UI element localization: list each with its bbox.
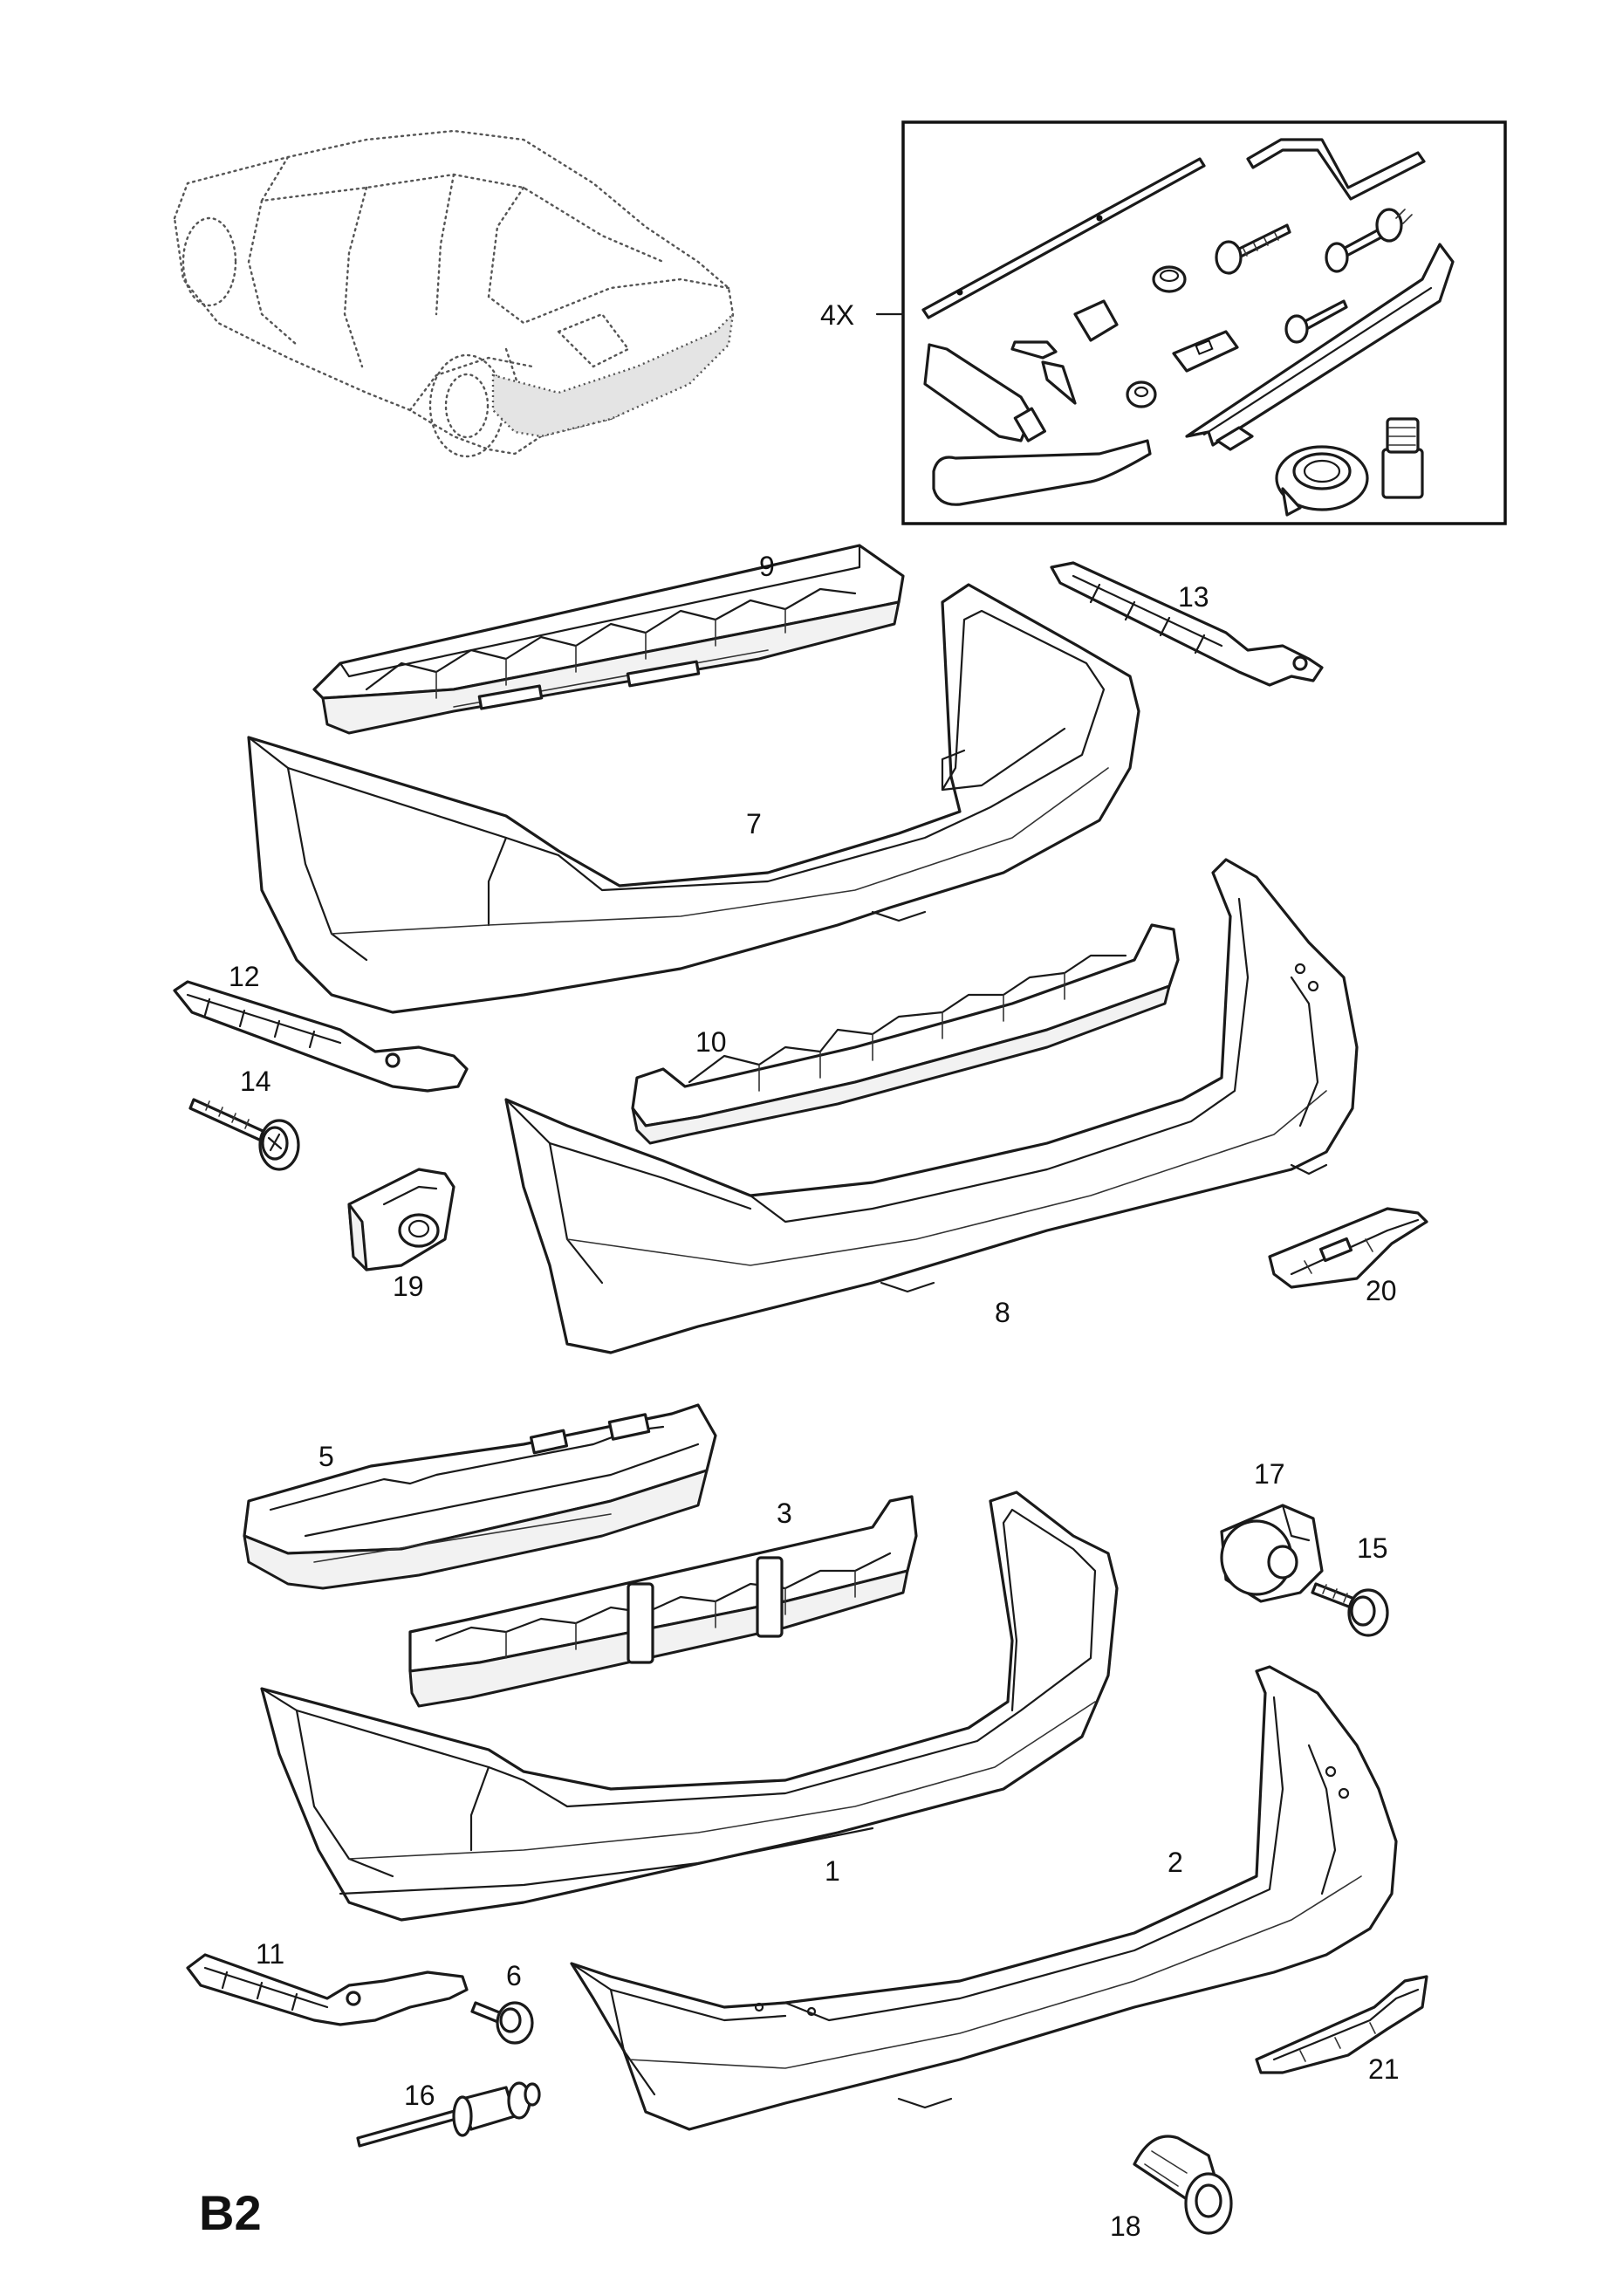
label-part-11: 11 (256, 1938, 284, 1970)
part-16-blind-rivet (356, 2081, 541, 2148)
part-7-bumper-cover (247, 583, 1140, 1014)
kit-small-bracket (1216, 426, 1254, 451)
label-part-14: 14 (240, 1066, 271, 1097)
label-part-9: 9 (759, 551, 775, 582)
part-8-bumper-cover (504, 858, 1359, 1354)
label-part-2: 2 (1168, 1847, 1183, 1878)
part-3-energy-absorber (408, 1495, 918, 1708)
kit-spring-nut (1073, 299, 1119, 342)
kit-quantity-label: 4X (820, 299, 854, 331)
section-code: B2 (199, 2185, 262, 2240)
label-part-7: 7 (746, 808, 762, 840)
kit-adhesive-tube (923, 343, 1033, 442)
kit-bolt-washer (1325, 208, 1413, 273)
kit-self-tapping-screw (1215, 223, 1291, 275)
part-12-side-bracket (173, 980, 469, 1093)
kit-trim-strip (1185, 243, 1455, 447)
part-19-retaining-clip (347, 1168, 455, 1271)
part-10-energy-absorber (631, 923, 1180, 1145)
label-part-15: 15 (1357, 1532, 1388, 1564)
part-18-push-clip (1133, 2135, 1233, 2235)
part-20-guide-piece (1268, 1207, 1428, 1289)
part-1-bumper-cover (260, 1491, 1119, 1922)
part-2-bumper-cover (570, 1665, 1398, 2131)
part-14-screw (188, 1098, 300, 1171)
fitting-kit-group: 4X (820, 120, 1507, 525)
part-17-mounting-clip (1220, 1504, 1324, 1603)
kit-pin-tool (1010, 340, 1058, 360)
kit-end-cap (932, 439, 1152, 506)
kit-bent-bracket (1246, 138, 1426, 201)
label-part-19: 19 (393, 1271, 424, 1302)
part-11-side-bracket (186, 1953, 469, 2026)
label-part-20: 20 (1366, 1275, 1397, 1306)
part-15-bolt (1311, 1582, 1389, 1637)
label-part-5: 5 (318, 1441, 334, 1472)
part-13-side-bracket (1050, 561, 1324, 687)
label-part-13: 13 (1178, 581, 1209, 613)
kit-tape-roll (1275, 445, 1369, 517)
part-9-energy-absorber (312, 544, 905, 735)
part-6-bolt (470, 2001, 534, 2045)
highlighted-rear-bumper (491, 311, 735, 438)
part-21-guide-strip (1255, 1975, 1428, 2074)
label-part-18: 18 (1110, 2210, 1141, 2242)
kit-small-screw (1284, 299, 1348, 344)
label-part-12: 12 (229, 961, 260, 992)
label-part-10: 10 (695, 1026, 727, 1058)
kit-nut (1126, 380, 1157, 408)
part-5-energy-absorber (243, 1403, 717, 1590)
label-part-21: 21 (1368, 2053, 1400, 2085)
car-overview-illustration (173, 129, 735, 458)
kit-primer-bottle (1381, 417, 1424, 499)
label-part-6: 6 (506, 1960, 522, 1991)
label-part-3: 3 (777, 1498, 792, 1529)
kit-mounting-strip (921, 157, 1206, 319)
label-part-1: 1 (825, 1855, 840, 1887)
label-part-17: 17 (1254, 1458, 1285, 1490)
label-part-16: 16 (404, 2080, 435, 2111)
fitting-kit-box (901, 120, 1507, 525)
label-part-8: 8 (995, 1297, 1010, 1328)
